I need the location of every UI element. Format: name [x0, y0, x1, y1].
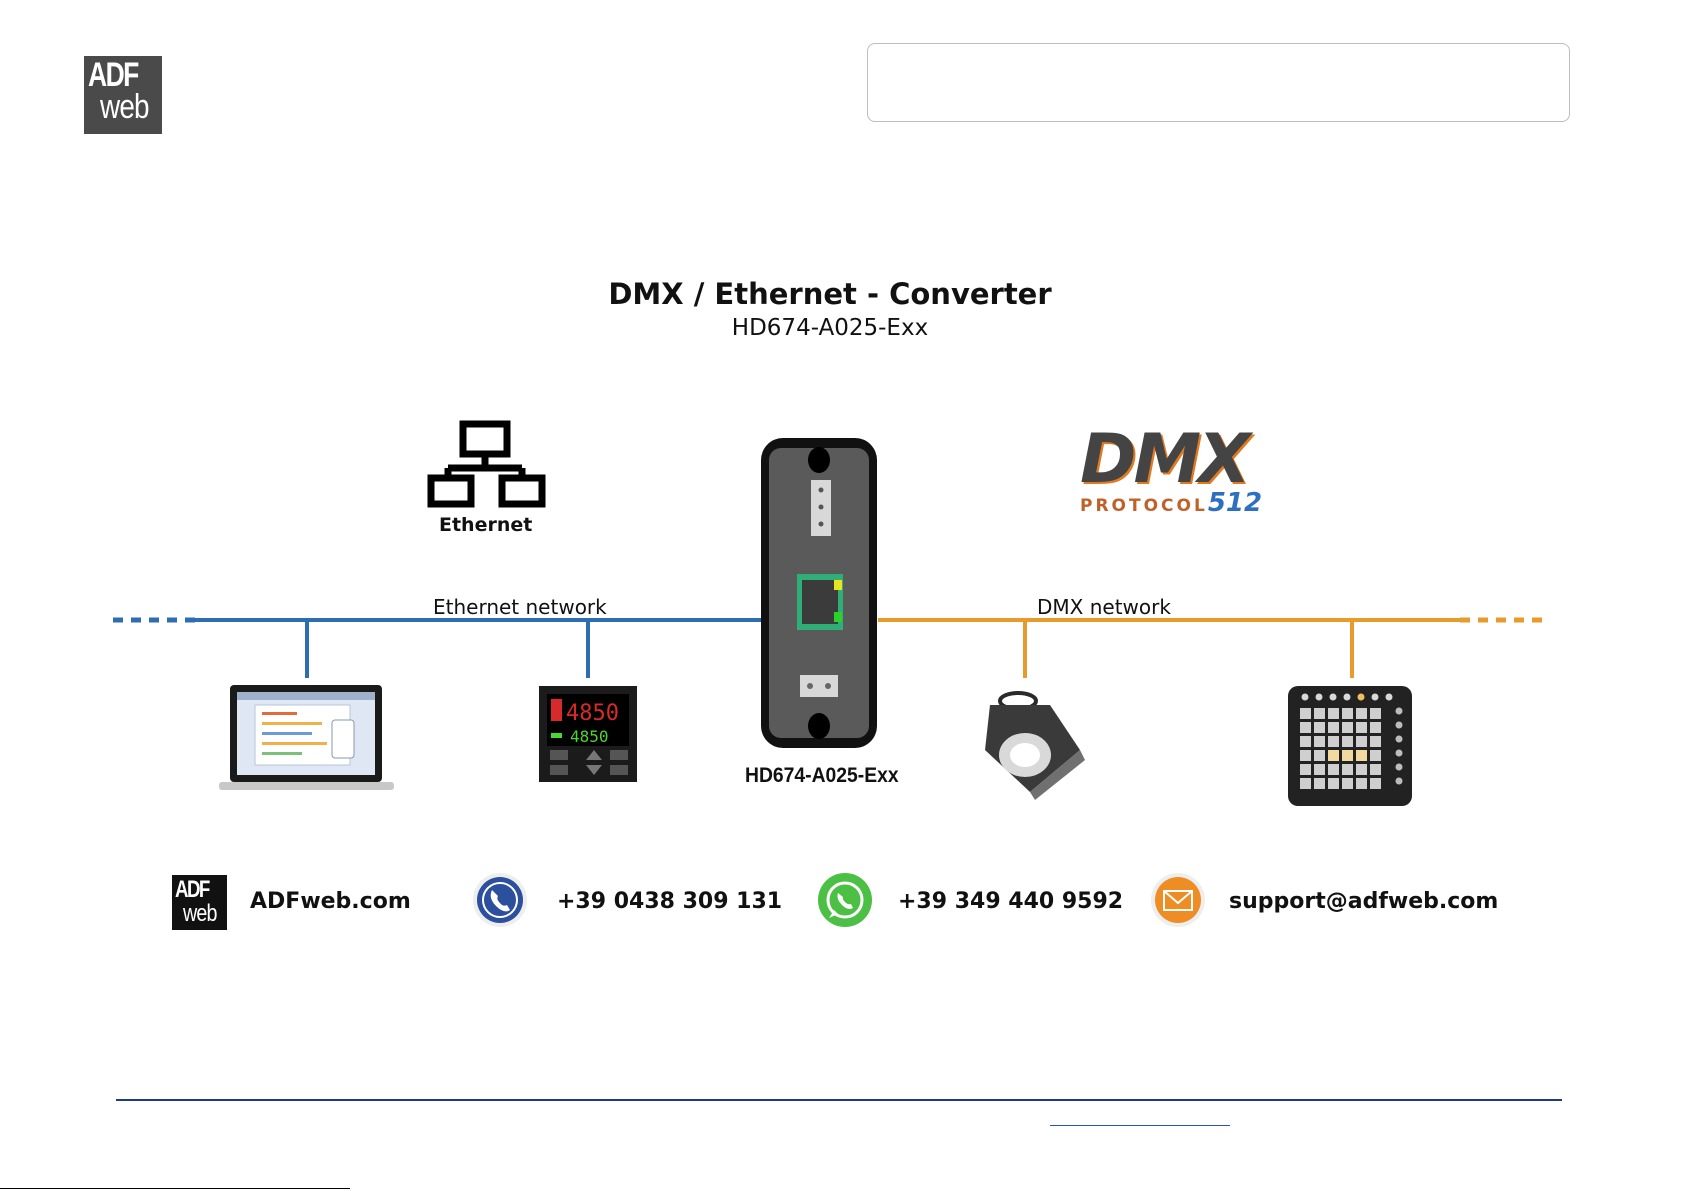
svg-text:4850: 4850: [566, 701, 619, 726]
phone-number[interactable]: +39 0438 309 131: [557, 889, 782, 914]
svg-text:4850: 4850: [570, 727, 609, 746]
small-logo-line2: web: [183, 900, 217, 928]
footer-link-underline[interactable]: [1050, 1125, 1230, 1126]
website-link[interactable]: ADFweb.com: [250, 889, 411, 914]
whatsapp-icon: [818, 873, 872, 927]
laptop-icon: [219, 685, 394, 790]
ethernet-network-label: Ethernet network: [433, 595, 607, 619]
ethernet-icon: [431, 424, 542, 504]
email-link[interactable]: support@adfweb.com: [1229, 889, 1498, 914]
device-label: HD674-A025-Exx: [745, 764, 899, 788]
bottom-divider: [0, 1188, 350, 1189]
dmx-protocol-logo: DMX PROTOCOL512: [1080, 428, 1262, 522]
spotlight-icon: [985, 693, 1085, 800]
dmx-network-line: [878, 620, 1545, 678]
ethernet-network-line: [113, 620, 765, 678]
dmx-logo-protocol: PROTOCOL: [1080, 496, 1208, 516]
email-icon: [1151, 873, 1205, 927]
converter-device-icon: [761, 438, 877, 748]
dmx-network-label: DMX network: [1037, 595, 1171, 619]
dmx-logo-word: DMX: [1080, 428, 1262, 492]
ethernet-icon-label: Ethernet: [439, 514, 532, 536]
phone-icon: [473, 873, 527, 927]
dmx-controller-pad-icon: [1288, 686, 1412, 806]
whatsapp-number[interactable]: +39 349 440 9592: [898, 889, 1123, 914]
footer-divider: [116, 1099, 1562, 1101]
dmx-logo-number: 512: [1208, 488, 1262, 518]
adfweb-small-logo-icon: ADF web: [172, 875, 227, 930]
controller-display-icon: 4850 4850: [539, 686, 637, 782]
